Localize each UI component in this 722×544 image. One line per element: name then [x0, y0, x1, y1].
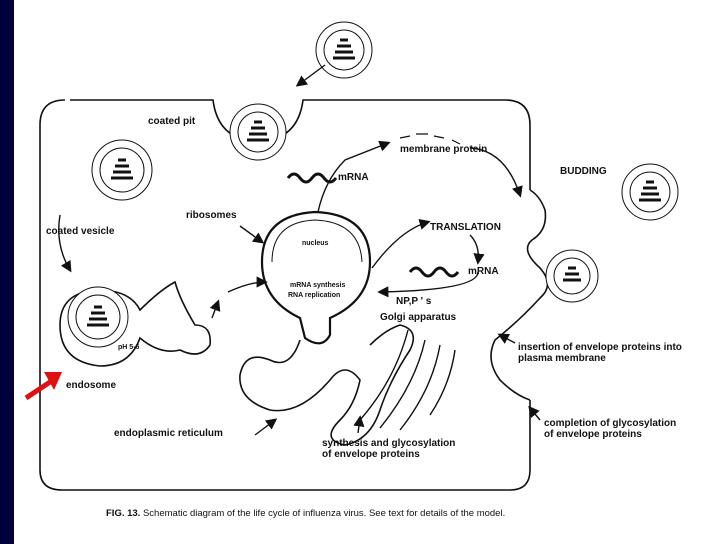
- figure-panel: [14, 0, 722, 544]
- label-budding: BUDDING: [560, 166, 607, 177]
- label-mrna-mid: mRNA: [468, 266, 499, 277]
- virus-rna-core: [87, 38, 661, 327]
- label-coated-pit: coated pit: [148, 116, 196, 127]
- label-ribosomes: ribosomes: [186, 210, 237, 221]
- flow-arrows: [58, 64, 541, 436]
- label-rna-replication: RNA replication: [288, 292, 341, 299]
- label-ph: pH 5-6: [118, 344, 140, 351]
- label-insertion-2: plasma membrane: [518, 353, 606, 364]
- label-coated-vesicle: coated vesicle: [46, 226, 115, 237]
- endoplasmic-reticulum: [239, 324, 415, 446]
- label-er: endoplasmic reticulum: [114, 428, 223, 439]
- label-mrna-synthesis: mRNA synthesis: [290, 282, 346, 289]
- mrna-strand-mid: [408, 266, 460, 278]
- label-membrane-protein: membrane protein: [400, 144, 488, 155]
- label-mrna-top: mRNA: [338, 172, 369, 183]
- label-endosome: endosome: [66, 380, 117, 391]
- cell-membrane: [39, 99, 531, 491]
- caption-text: Schematic diagram of the life cycle of i…: [142, 508, 506, 519]
- label-golgi: Golgi apparatus: [380, 312, 457, 323]
- figure-caption: FIG. 13. Schematic diagram of the life c…: [106, 508, 505, 519]
- label-insertion-1: insertion of envelope proteins into: [518, 342, 682, 353]
- label-synthesis-1: synthesis and glycosylation: [322, 438, 456, 449]
- nucleus: [260, 210, 372, 345]
- endosome: [59, 280, 212, 367]
- golgi-apparatus: [359, 329, 456, 431]
- virus-particles: [67, 21, 679, 348]
- label-translation: TRANSLATION: [430, 222, 501, 233]
- label-completion-1: completion of glycosylation: [544, 418, 677, 429]
- mrna-strand-top: [286, 172, 338, 184]
- label-nucleus: nucleus: [302, 240, 329, 247]
- label-synthesis-2: of envelope proteins: [322, 449, 420, 460]
- membrane-protein-fragments: [399, 133, 461, 145]
- label-completion-2: of envelope proteins: [544, 429, 642, 440]
- red-pointer-arrow: [24, 372, 62, 401]
- caption-fig-number: FIG. 13.: [106, 508, 141, 519]
- label-np-ps: NP,P ' s: [396, 296, 432, 307]
